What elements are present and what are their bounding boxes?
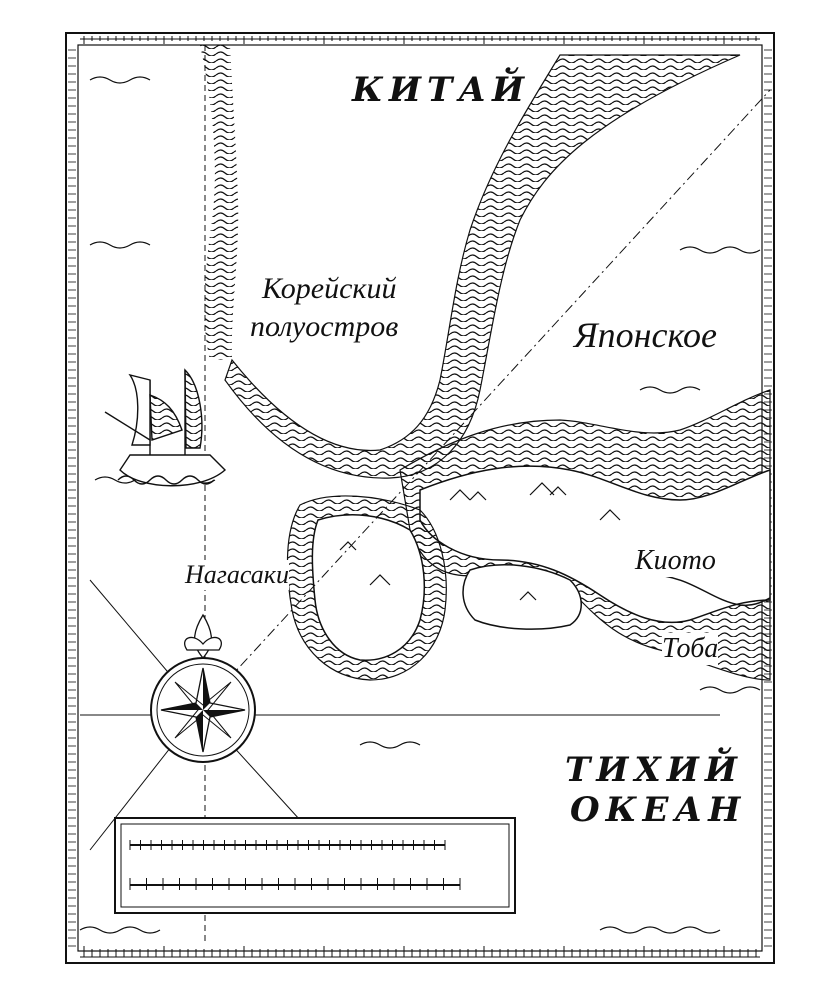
sailing-ship-icon [104,368,227,487]
label-pacific-line2: ОКЕАН [570,790,747,830]
label-korea-line2: полуостров [250,310,399,343]
label-kyoto: Киото [635,545,716,577]
honshu-land [419,465,771,624]
river [649,574,771,607]
mountains [339,482,621,601]
label-china: КИТАЙ [352,70,531,110]
kyushu-land [311,514,426,661]
label-sea-of-japan: Японское [574,314,717,356]
label-korea-line1: Корейский [262,272,397,305]
scale-bar-icon [114,817,516,914]
mainland-coast [200,45,239,360]
label-nagasaki: Нагасаки [185,560,289,590]
label-pacific-line1: ТИХИЙ [565,750,744,790]
korea-coast [224,54,741,479]
label-toba: Тоба [662,633,719,665]
compass-rose-icon [150,613,256,763]
